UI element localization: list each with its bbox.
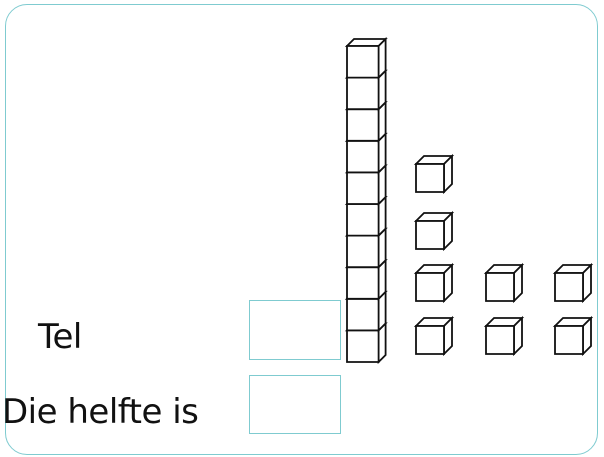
rod-unit-cube (344, 36, 388, 80)
ones-cube (552, 262, 594, 304)
ones-cubes (413, 153, 594, 357)
ones-cube (413, 210, 455, 252)
count-label: Tel (38, 317, 82, 357)
half-answer-box[interactable] (249, 375, 341, 434)
ones-cube (552, 315, 594, 357)
count-answer-box[interactable] (249, 300, 341, 360)
ones-cube (483, 262, 525, 304)
tens-rod (344, 36, 388, 365)
ones-cube (413, 315, 455, 357)
half-label: Die helfte is (2, 392, 199, 432)
ones-cube (483, 315, 525, 357)
ones-cube (413, 153, 455, 195)
ones-cube (413, 262, 455, 304)
